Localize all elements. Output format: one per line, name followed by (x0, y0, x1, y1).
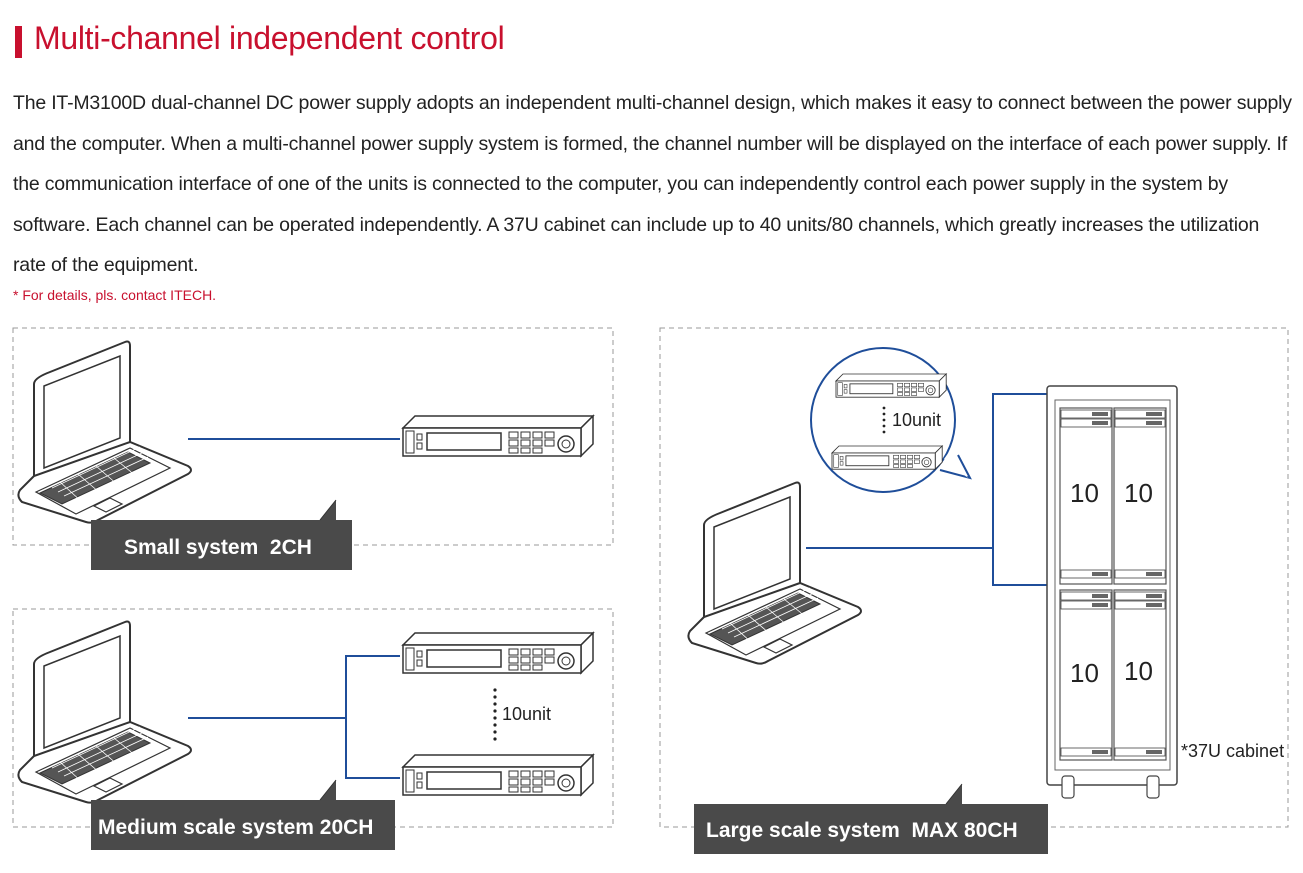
laptop-icon (17, 620, 193, 804)
small-system-label-box (91, 520, 352, 570)
cabinet-note: *37U cabinet (1181, 741, 1284, 761)
large-system-panel: 10unit (659, 327, 1289, 854)
cabinet-cell-count: 10 (1070, 658, 1099, 688)
power-supply-icon (835, 373, 947, 398)
page-title: Multi-channel independent control (34, 20, 505, 56)
large-system-label-box (694, 804, 1048, 854)
small-system-panel: Small system 2CH (12, 327, 614, 570)
medium-system-label-box (91, 800, 395, 850)
intro-paragraph: The IT-M3100D dual-channel DC power supp… (13, 92, 1292, 276)
cabinet-cell-count: 10 (1124, 478, 1153, 508)
medium-unit-label: 10unit (502, 704, 551, 724)
contact-note: * For details, pls. contact ITECH. (13, 287, 217, 303)
cabinet-cell-count: 10 (1070, 478, 1099, 508)
cabinet-cell-count: 10 (1124, 656, 1153, 686)
large-unit-label: 10unit (892, 410, 941, 430)
title-accent-bar (15, 26, 22, 58)
laptop-icon (17, 340, 193, 524)
small-system-label: Small system 2CH (124, 536, 312, 559)
medium-system-label: Medium scale system 20CH (98, 816, 373, 839)
power-supply-icon (402, 632, 594, 674)
large-system-label: Large scale system MAX 80CH (706, 819, 1018, 842)
power-supply-icon (402, 415, 594, 457)
cabinet-icon (1046, 385, 1178, 799)
power-supply-icon (402, 754, 594, 796)
connection-line (992, 393, 1058, 586)
power-supply-icon (831, 445, 943, 470)
medium-system-panel: 10unit Medium scale system 20CH (12, 608, 614, 850)
ellipsis-dots (882, 406, 886, 434)
ellipsis-dots (493, 688, 497, 741)
connection-line (345, 655, 400, 779)
laptop-icon (687, 481, 862, 665)
